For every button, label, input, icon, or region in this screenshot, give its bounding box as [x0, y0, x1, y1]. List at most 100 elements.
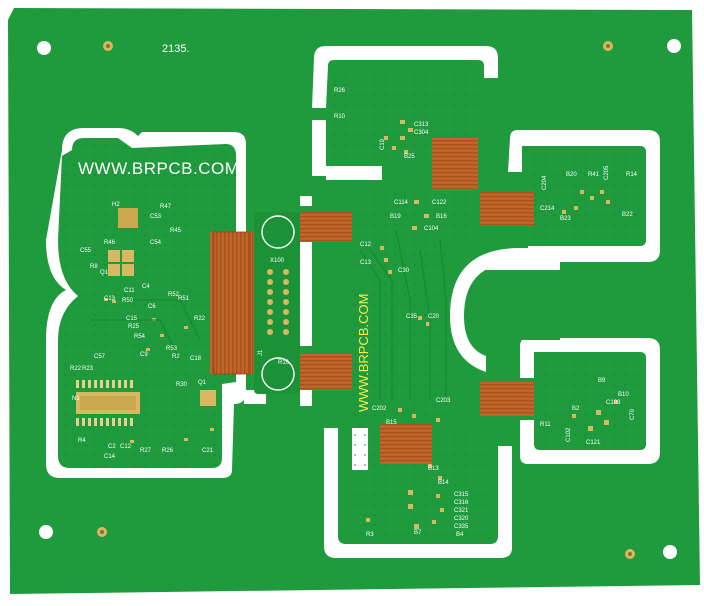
svg-text:R41: R41	[588, 172, 600, 178]
svg-text:Q1: Q1	[198, 380, 207, 386]
svg-text:B4: B4	[456, 532, 464, 538]
svg-text:R50: R50	[122, 298, 134, 304]
flex-right-top	[480, 192, 534, 226]
svg-text:R51: R51	[178, 296, 190, 302]
svg-text:R22: R22	[70, 366, 82, 372]
svg-text:N1: N1	[72, 396, 80, 402]
svg-text:C21: C21	[202, 448, 214, 454]
svg-text:B19: B19	[390, 214, 401, 220]
flex-bottom	[380, 424, 432, 464]
svg-text:R47: R47	[160, 204, 172, 210]
svg-text:R23: R23	[82, 366, 94, 372]
svg-text:C202: C202	[372, 406, 387, 412]
svg-text:R2: R2	[172, 354, 180, 360]
flex-left	[210, 232, 254, 374]
svg-text:C316: C316	[454, 500, 469, 506]
flex-mid-top	[300, 212, 352, 242]
connector-x100	[261, 215, 295, 391]
svg-text:C12: C12	[120, 444, 132, 450]
silk-right-top: B20 R41 C205 R14 C204 C214 B23 B22	[540, 165, 638, 222]
svg-text:C304: C304	[414, 130, 429, 136]
silk-jack: R16	[278, 360, 290, 366]
svg-text:C214: C214	[540, 206, 555, 212]
svg-text:C313: C313	[414, 122, 429, 128]
svg-text:B15: B15	[386, 420, 397, 426]
watermark-vertical: WWW.BRPCB.COM	[356, 294, 371, 412]
svg-text:R3: R3	[366, 532, 374, 538]
svg-text:C204: C204	[542, 175, 548, 190]
svg-text:C18: C18	[190, 356, 202, 362]
svg-text:B23: B23	[560, 216, 571, 222]
watermark-horizontal: WWW.BRPCB.COM	[78, 159, 239, 178]
svg-text:R22: R22	[194, 316, 206, 322]
svg-text:R11: R11	[540, 422, 551, 428]
svg-text:B2: B2	[572, 406, 580, 412]
svg-text:H2: H2	[112, 202, 120, 208]
flex-right-bottom	[480, 382, 534, 416]
silk-left: H2 R47 C54 R45 R46 C53 C55 Q1 R8 C4 R52 …	[70, 202, 214, 460]
svg-text:C315: C315	[454, 492, 469, 498]
svg-text:C15: C15	[126, 316, 138, 322]
svg-text:R8: R8	[90, 264, 98, 270]
svg-text:B14: B14	[438, 480, 449, 486]
svg-text:R52: R52	[168, 292, 180, 298]
svg-text:C320: C320	[454, 516, 469, 522]
svg-text:C103: C103	[606, 400, 621, 406]
svg-text:C6: C6	[148, 304, 156, 310]
svg-text:B20: B20	[566, 172, 577, 178]
svg-text:C35: C35	[406, 314, 418, 320]
svg-text:B16: B16	[436, 214, 447, 220]
svg-text:C121: C121	[586, 440, 601, 446]
svg-text:C55: C55	[80, 248, 92, 254]
svg-text:R26: R26	[162, 448, 174, 454]
svg-text:C20: C20	[428, 314, 440, 320]
flex-sections	[210, 138, 534, 464]
svg-text:C205: C205	[604, 165, 610, 180]
svg-text:R14: R14	[626, 172, 638, 178]
tooling-holes	[37, 39, 681, 559]
svg-text:Q1: Q1	[100, 270, 109, 276]
svg-text:C13: C13	[104, 296, 116, 302]
svg-text:C57: C57	[94, 354, 106, 360]
svg-text:C11: C11	[124, 288, 135, 294]
svg-text:C335: C335	[454, 524, 469, 530]
svg-text:C30: C30	[398, 268, 410, 274]
svg-text:R53: R53	[166, 346, 178, 352]
silk-top: R26 R10 C313 C304 C19 B25	[334, 88, 429, 160]
svg-text:B9: B9	[598, 378, 606, 384]
svg-text:R46: R46	[104, 240, 116, 246]
svg-text:C114: C114	[394, 200, 409, 206]
flex-top	[432, 138, 478, 190]
svg-text:C102: C102	[566, 427, 572, 442]
silk-center: C114 C122 B19 B16 C104 C12 C13 C30 C35 C…	[360, 200, 451, 426]
svg-text:B13: B13	[428, 466, 439, 472]
svg-text:C9: C9	[140, 352, 148, 358]
svg-text:R4: R4	[78, 438, 86, 444]
svg-text:R25: R25	[128, 324, 140, 330]
silk-bottom: B13 B14 C315 C316 C321 C320 C335 B4 B7 R…	[366, 466, 469, 538]
svg-text:C2: C2	[108, 444, 116, 450]
svg-text:C4: C4	[142, 284, 150, 290]
svg-text:B7: B7	[414, 530, 422, 536]
svg-text:R30: R30	[176, 382, 188, 388]
svg-text:R16: R16	[278, 360, 290, 366]
svg-text:C203: C203	[436, 398, 451, 404]
flex-mid-bottom	[300, 354, 352, 390]
panel-id: 2135.	[162, 43, 190, 55]
svg-text:R26: R26	[334, 88, 346, 94]
traces	[90, 229, 447, 400]
svg-text:C14: C14	[104, 454, 116, 460]
svg-text:C13: C13	[360, 260, 372, 266]
svg-text:R54: R54	[134, 334, 146, 340]
svg-text:C12: C12	[360, 242, 372, 248]
silk-right-bottom: B9 B10 R11 B2 C103 C70 C102 C121	[540, 378, 636, 446]
svg-text:C53: C53	[150, 214, 162, 220]
gold-pads	[76, 120, 618, 529]
svg-text:C104: C104	[424, 226, 439, 232]
svg-text:R10: R10	[334, 114, 346, 120]
header-label: X100	[270, 258, 285, 264]
svg-text:C54: C54	[150, 240, 162, 246]
svg-text:B25: B25	[404, 154, 415, 160]
svg-text:R45: R45	[170, 228, 182, 234]
